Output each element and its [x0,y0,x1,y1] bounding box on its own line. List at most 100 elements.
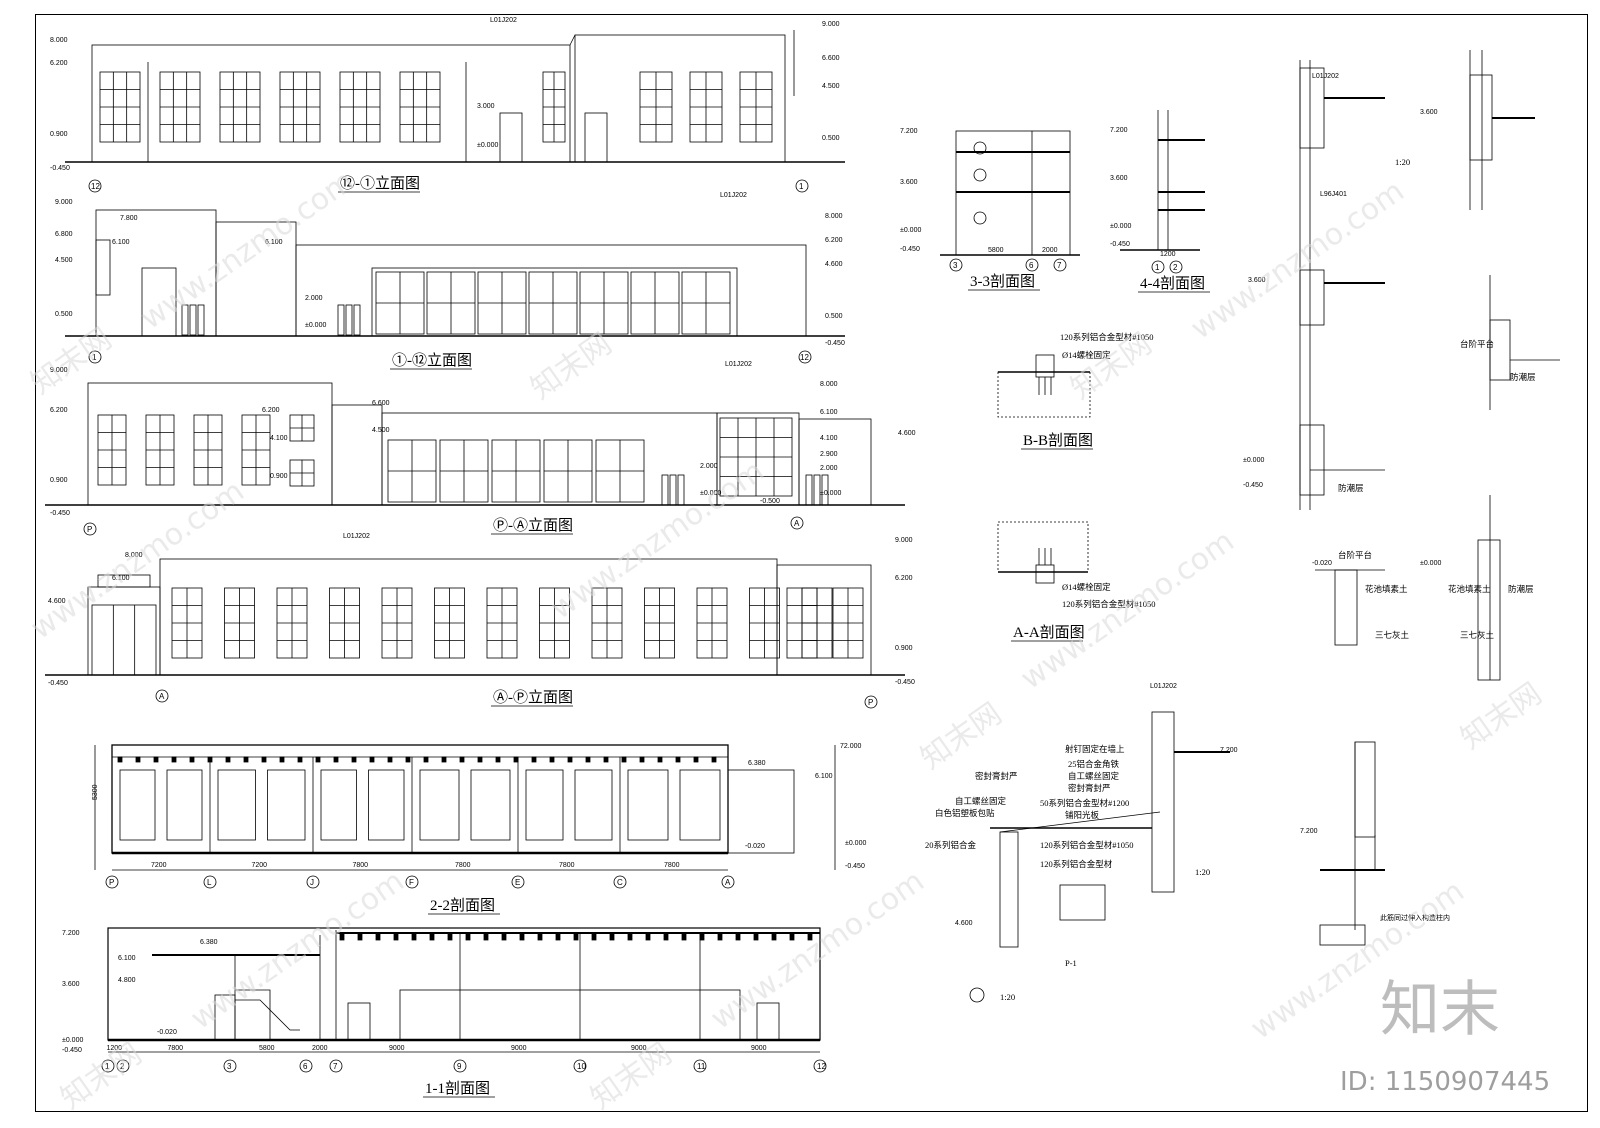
note: 铺阳光板 [1065,810,1100,820]
dim-label: 1200 [107,1045,123,1052]
level-label: 6.380 [748,760,766,767]
level-label: 0.500 [55,311,73,318]
note: 三七灰土 [1460,630,1495,640]
joist [513,756,519,763]
dim-label: 5800 [988,247,1004,254]
axis-label: 1 [105,1062,110,1071]
note: Ø14螺栓固定 [1062,582,1111,592]
louver [821,474,829,506]
axis-label: 7 [333,1062,338,1071]
drawing-title: ⑫-①立面图 [340,175,420,192]
louver [345,304,353,336]
level-label: -0.020 [157,1029,177,1036]
dim-label: 9000 [389,1045,405,1052]
panel [419,769,460,841]
note: 防潮层 [1508,584,1534,594]
dim-label: 7800 [168,1045,184,1052]
joist [477,756,483,763]
level-label: 7.200 [62,930,80,937]
axis-bubble [693,1059,707,1073]
axis-bubble [573,1059,587,1073]
drawing-title: Ⓟ-Ⓐ立面图 [493,517,573,534]
drawing-title: 1-1剖面图 [425,1080,490,1097]
note: 120系列铝合金型材 [1040,859,1113,869]
note: 120系列铝合金型材#1050 [1060,332,1154,342]
joist [609,933,615,941]
drawing-title: 4-4剖面图 [1140,275,1205,292]
joist [153,756,159,763]
detail-ref: L96J401 [1320,191,1347,198]
joist [393,933,399,941]
watermark-text: www.znzmo.com [135,164,361,337]
level-label: 4.600 [48,598,66,605]
louver [677,474,685,506]
joist [789,933,795,941]
level-label: -0.020 [745,843,765,850]
level-label: 7.200 [900,128,918,135]
level-label: ±0.000 [1110,223,1131,230]
level-label: 6.800 [55,231,73,238]
level-label: ±0.000 [305,322,326,329]
panel [470,769,511,841]
note: 自工螺丝固定 [1068,771,1120,781]
panel [119,769,156,841]
joist [171,756,177,763]
level-label: 3.600 [1248,277,1266,284]
level-label: -0.450 [895,679,915,686]
joist [693,756,699,763]
axis-label: A [159,692,165,701]
note: 三七灰土 [1375,630,1410,640]
note: 花池填素土 [1448,584,1491,594]
joist [315,756,321,763]
level-label: 9.000 [822,21,840,28]
watermark-text: www.znzmo.com [1015,524,1241,697]
dim-label: 7200 [151,862,167,869]
joist [423,756,429,763]
level-label: 2.900 [820,451,838,458]
louver [805,474,813,506]
drawing-title: ①-⑫立面图 [392,352,472,369]
note: 防潮层 [1338,483,1364,493]
dim-label: 2000 [1042,247,1058,254]
level-label: 7.200 [1220,747,1238,754]
axis-bubble [116,1059,130,1073]
axis-bubble [721,875,735,889]
note: 50系列铝合金型材#1200 [1040,798,1129,808]
axis-label: 1 [92,353,97,362]
joist [657,756,663,763]
joist [621,756,627,763]
axis-bubble [306,875,320,889]
level-label: ±0.000 [62,1037,83,1044]
level-label: 6.200 [262,407,280,414]
joist [663,933,669,941]
joist [717,933,723,941]
level-label: 4.100 [820,435,838,442]
joist [519,933,525,941]
louver [669,474,677,506]
window [91,604,157,676]
axis-label: A [794,519,800,528]
level-label: 4.500 [822,83,840,90]
section-1-1-beams [339,933,813,1040]
joist [261,756,267,763]
axis-label: C [617,878,623,887]
level-label: 6.100 [820,409,838,416]
panel [320,769,357,841]
joist [279,756,285,763]
axis-label: 7 [1057,261,1062,270]
axis-bubble [105,875,119,889]
detail-ref: L01J202 [1150,683,1177,690]
joist [711,756,717,763]
joist [699,933,705,941]
note: 台阶平台 [1338,550,1372,560]
drawing-title: 3-3剖面图 [970,273,1035,290]
level-label: 6.100 [265,239,283,246]
note: 20系列铝合金 [925,840,977,850]
panel [679,769,721,841]
scale-label: 1:20 [1395,157,1410,167]
panel [368,769,405,841]
watermark-text: 知末网 [25,321,119,401]
section-2-2-bays [111,756,729,853]
joist [405,756,411,763]
